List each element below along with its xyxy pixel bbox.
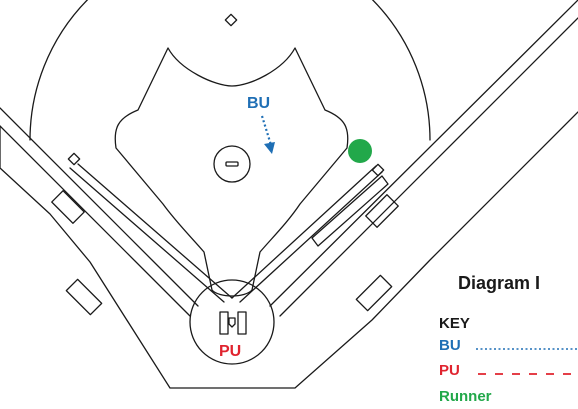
left-foul-line-outer	[0, 107, 199, 307]
home-plate-circle	[189, 279, 275, 365]
key-item-bu: BU	[439, 337, 461, 354]
first-base	[371, 163, 385, 177]
dugout-third	[65, 278, 103, 316]
batters-box-right	[237, 311, 247, 335]
coach-box-first	[365, 194, 399, 228]
backstop-boundary	[0, 111, 578, 389]
runner-marker	[348, 139, 372, 163]
batters-box-left	[219, 311, 229, 335]
right-foul-line-inner	[279, 17, 578, 317]
pitchers-rubber	[225, 161, 239, 167]
bu-label: BU	[247, 95, 271, 112]
bu-movement-arrow	[260, 115, 275, 154]
baseline-first	[231, 165, 377, 299]
baseline-third	[77, 163, 233, 299]
right-foul-line-outer	[269, 0, 578, 307]
third-base	[67, 152, 81, 166]
running-lane	[311, 175, 389, 247]
key-item-runner: Runner	[439, 388, 492, 405]
pitchers-mound	[213, 145, 251, 183]
diagram-title: Diagram I	[458, 273, 541, 293]
outfield-arc	[29, 0, 431, 141]
key-item-pu: PU	[439, 362, 460, 379]
coach-box-third	[51, 190, 85, 224]
second-base	[224, 13, 238, 27]
key-title: KEY	[439, 315, 470, 332]
home-plate	[228, 317, 236, 328]
left-foul-line-inner	[0, 125, 191, 317]
baseline-third-inner	[69, 167, 225, 303]
baseline-first-inner	[239, 171, 383, 303]
dugout-first	[355, 274, 393, 312]
infield-dirt	[114, 47, 349, 297]
pu-label: PU	[219, 343, 242, 360]
